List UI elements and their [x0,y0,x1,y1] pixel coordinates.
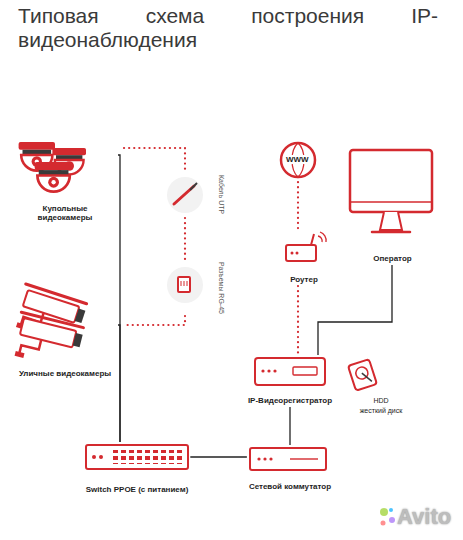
wire-line [118,155,120,442]
device-caption: Уличные видеокамеры [19,369,111,379]
device-node: IP-Видеорегистратор [240,355,340,407]
cable-line [297,286,299,355]
device-node: Купольные видеокамеры [12,138,118,224]
cable-line [184,218,186,260]
device-node: Роутер [278,230,330,286]
watermark: Avito [397,504,451,530]
wire-line [318,265,392,355]
device-caption: Роутер [290,275,318,285]
device-caption: Оператор [373,254,411,264]
wire-line [190,456,247,457]
device-caption: IP-Видеорегистратор [248,396,332,406]
device-caption: Купольные видеокамеры [29,204,101,223]
device-node: Кабель UTP [165,172,225,218]
device-caption: Сетевой коммутатор [249,482,331,492]
device-caption: Switch PPOE (с питанием) [86,485,189,495]
diagram-title: Типовая схема построения IP-видеонаблюде… [18,4,438,52]
web-label: WWW [286,155,309,164]
device-caption: HDD [373,397,388,405]
device-caption: Кабель UTP [217,175,225,214]
wire-line [118,325,120,442]
device-node: Разъемы RG-45 [165,260,225,316]
device-node: Switch PPOE (с питанием) [84,442,191,496]
device-node: Уличные видеокамеры [12,280,118,380]
device-caption: жесткий диск [360,407,403,415]
device-node: Оператор [345,145,440,265]
device-node: HDD жесткий диск [342,360,420,416]
device-caption: Разъемы RG-45 [217,262,225,314]
wire-line [289,407,290,445]
device-node: Сетевой коммутатор [247,445,333,493]
